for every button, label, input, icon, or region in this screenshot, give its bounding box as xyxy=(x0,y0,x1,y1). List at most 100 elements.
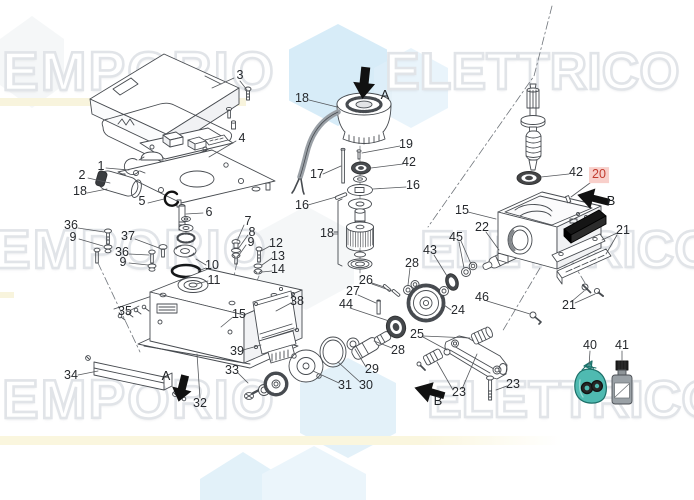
view-arrows xyxy=(172,66,611,403)
part-callout-21: 21 xyxy=(562,298,576,313)
hexagon-decor xyxy=(0,16,64,108)
release-gear-group xyxy=(288,336,360,383)
part-callout-23: 23 xyxy=(452,385,466,400)
part-callout-34: 34 xyxy=(64,368,78,383)
bevel-gear xyxy=(263,371,289,397)
part-callout-8: 8 xyxy=(248,225,256,240)
view-label-A: A xyxy=(161,367,171,383)
part-callout-19: 19 xyxy=(399,137,413,152)
part-callout-35: 35 xyxy=(118,304,132,319)
pinion-shaft-28 xyxy=(351,331,392,360)
part-callout-32: 32 xyxy=(193,396,207,411)
leader-lines xyxy=(77,77,623,399)
gearbox-housing-left xyxy=(85,268,303,402)
control-unit-assembly xyxy=(89,53,276,231)
bracket-brace xyxy=(333,198,343,267)
spares-kit xyxy=(574,360,633,405)
part-callout-9: 9 xyxy=(247,235,255,250)
gearbox-housing-right xyxy=(497,83,612,297)
part-callout-17: 17 xyxy=(310,167,324,182)
bushing xyxy=(470,326,493,345)
grease-bottle-icon xyxy=(611,360,633,405)
part-callout-20: 20 xyxy=(589,167,609,183)
part-callout-4: 4 xyxy=(238,131,246,146)
cover-plate-38 xyxy=(252,290,298,342)
part-callout-40: 40 xyxy=(583,338,597,353)
release-arm-assembly xyxy=(416,326,508,401)
yellow-strip xyxy=(0,292,14,298)
part-callout-11: 11 xyxy=(207,273,221,288)
part-callout-46: 46 xyxy=(475,290,489,305)
part-callout-18: 18 xyxy=(73,184,87,199)
spare-parts-bag-icon xyxy=(574,360,607,404)
part-callout-38: 38 xyxy=(290,294,304,309)
view-a-arrow-icon xyxy=(353,66,376,99)
part-callout-28: 28 xyxy=(405,256,419,271)
part-callout-41: 41 xyxy=(615,338,629,353)
part-callout-9: 9 xyxy=(119,255,127,270)
view-label-B: B xyxy=(606,192,616,208)
part-callout-36: 36 xyxy=(115,245,129,260)
part-callout-16: 16 xyxy=(406,178,420,193)
part-callout-31: 31 xyxy=(338,378,352,393)
part-callout-24: 24 xyxy=(451,303,465,318)
motor-rotor xyxy=(346,221,374,252)
view-b-arrow-icon xyxy=(577,188,611,209)
watermark-text: ELETTRICO xyxy=(426,371,694,429)
part-callout-9: 9 xyxy=(69,230,77,245)
bolt-12-13-14 xyxy=(253,246,263,275)
screw-set-35 xyxy=(117,304,150,321)
part-callout-44: 44 xyxy=(339,297,353,312)
part-callout-29: 29 xyxy=(365,362,379,377)
view-label-B: B xyxy=(433,392,443,408)
part-callout-12: 12 xyxy=(269,236,283,251)
part-callout-27: 27 xyxy=(346,284,360,299)
part-callout-15: 15 xyxy=(455,203,469,218)
clamp-ring xyxy=(123,158,140,175)
part-callout-42: 42 xyxy=(402,155,416,170)
part-callout-33: 33 xyxy=(225,363,239,378)
part-callout-28: 28 xyxy=(391,343,405,358)
part-callout-21: 21 xyxy=(616,223,630,238)
fastener-column xyxy=(93,216,263,321)
part-callout-18: 18 xyxy=(320,226,334,241)
part-callout-6: 6 xyxy=(205,205,213,220)
bearing-42 xyxy=(351,161,371,175)
part-callout-39: 39 xyxy=(230,344,244,359)
part-callout-26: 26 xyxy=(359,273,373,288)
watermark-text: EMPORIO xyxy=(0,218,268,280)
part-callout-1: 1 xyxy=(97,159,105,174)
part-callout-36: 36 xyxy=(64,218,78,233)
part-callout-22: 22 xyxy=(475,220,489,235)
part-callout-43: 43 xyxy=(423,243,437,258)
part-callout-23: 23 xyxy=(506,377,520,392)
cable-fork xyxy=(291,178,305,195)
part-callout-30: 30 xyxy=(359,378,373,393)
part-callout-16: 16 xyxy=(295,198,309,213)
gear-24 xyxy=(406,283,446,323)
part-callout-45: 45 xyxy=(449,230,463,245)
part-callout-3: 3 xyxy=(236,68,244,83)
yellow-strip xyxy=(0,436,562,445)
bearing-44 xyxy=(385,315,407,339)
part-callout-5: 5 xyxy=(138,194,146,209)
part-callout-42: 42 xyxy=(569,165,583,180)
plate-39 xyxy=(253,327,300,364)
part-callout-37: 37 xyxy=(121,229,135,244)
part-callout-14: 14 xyxy=(271,262,285,277)
part-callout-2: 2 xyxy=(78,168,86,183)
brackets-21 xyxy=(551,233,612,285)
part-callout-15: 15 xyxy=(232,307,246,322)
rubber-bar xyxy=(563,209,607,244)
capacitor xyxy=(95,170,142,198)
part-callout-13: 13 xyxy=(271,249,285,264)
screws-4 xyxy=(225,106,236,130)
worm-shaft xyxy=(520,83,546,171)
part-callout-25: 25 xyxy=(410,327,424,342)
part-callout-10: 10 xyxy=(205,258,219,273)
part-callout-18: 18 xyxy=(295,91,309,106)
view-a-arrow-icon xyxy=(172,374,192,402)
